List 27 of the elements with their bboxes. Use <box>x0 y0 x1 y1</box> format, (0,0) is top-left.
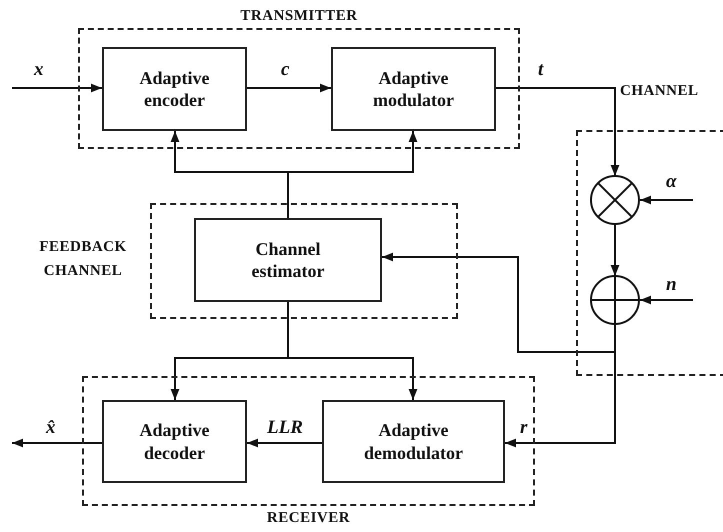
arrow <box>640 296 693 304</box>
group-title: TRANSMITTER <box>239 8 359 25</box>
arrow <box>610 224 620 276</box>
arrow <box>12 438 102 448</box>
block-label: Adaptive modulator <box>372 66 455 112</box>
process-box <box>322 400 505 483</box>
block-label: Adaptive encoder <box>138 66 210 112</box>
process-box <box>331 47 496 131</box>
process-box <box>102 400 247 483</box>
multiplier-symbol <box>590 175 640 225</box>
arrow <box>382 252 616 353</box>
arrow <box>505 324 616 448</box>
arrow <box>640 196 693 204</box>
arrow <box>496 87 620 176</box>
block-label: Adaptive demodulator <box>363 419 464 464</box>
group-title: FEEDBACK CHANNEL <box>38 238 128 281</box>
group-title: CHANNEL <box>620 83 699 100</box>
arrow <box>12 84 102 92</box>
arrow <box>287 302 418 400</box>
group-title: RECEIVER <box>266 510 352 527</box>
block-label: Adaptive decoder <box>138 419 210 464</box>
arrow <box>247 84 331 92</box>
block-label: Channel estimator <box>250 238 326 282</box>
adder-symbol <box>590 275 640 325</box>
arrow <box>247 438 322 448</box>
process-box <box>194 218 382 302</box>
process-box <box>102 47 247 131</box>
